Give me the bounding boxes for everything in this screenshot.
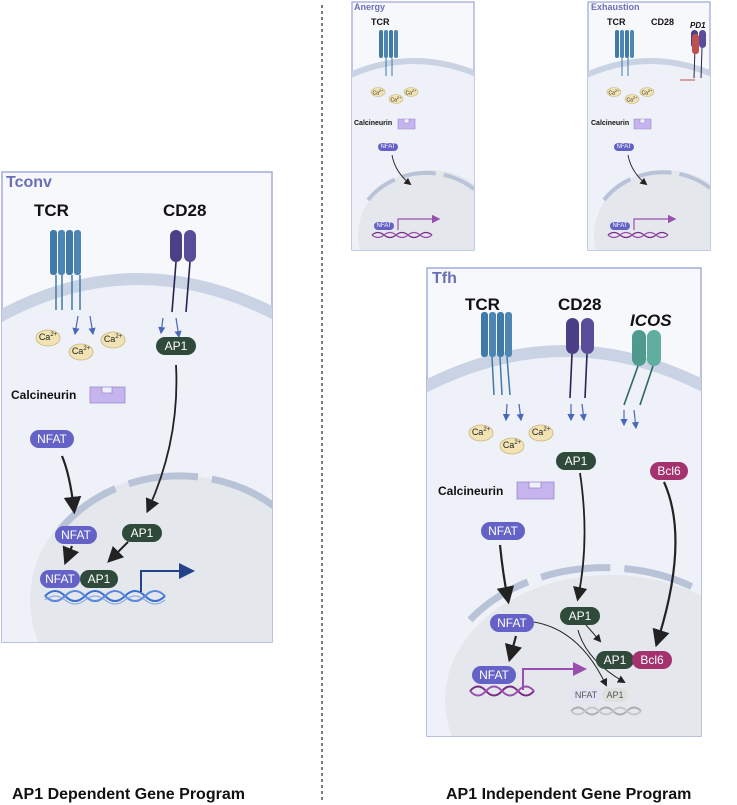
tconv-tcr-label: TCR — [34, 201, 69, 220]
exhaustion-tcr-label: TCR — [607, 17, 626, 27]
anergy-nfat-cytoplasm: NFAT — [378, 143, 398, 151]
tfh-cd28-label: CD28 — [558, 295, 602, 314]
tconv-nfat-cytoplasm: NFAT — [30, 430, 74, 448]
exhaustion-pd1-receptor — [692, 34, 699, 54]
exhaustion-title: Exhaustion — [591, 2, 640, 12]
tfh-calcineurin-label: Calcineurin — [438, 484, 504, 498]
exhaustion-pd1-label: PD1 — [690, 21, 706, 30]
anergy-calcineurin-label: Calcineurin — [354, 120, 393, 127]
tfh-tcr-label: TCR — [465, 295, 500, 314]
tfh-calcium-ions — [468, 424, 554, 455]
anergy-ca-3: Ca2+ — [405, 88, 417, 97]
tconv-transcription-arrow — [140, 563, 195, 592]
tconv-dna — [44, 590, 166, 605]
tfh-ap1-cytoplasm: AP1 — [556, 452, 596, 470]
exhaustion-cd28-label: CD28 — [651, 17, 675, 27]
tfh-ap1-complex: AP1 — [596, 651, 634, 669]
exhaustion-tcr-receptor — [615, 30, 634, 76]
anergy-ca-2: Ca2+ — [390, 95, 402, 104]
tconv-title: Tconv — [6, 174, 52, 191]
tfh-ap1-faded: AP1 — [602, 688, 628, 702]
tfh-cd28-receptor — [566, 318, 594, 399]
tfh-ap1-nucleus: AP1 — [560, 607, 600, 625]
tfh-nfat-cytoplasm: NFAT — [481, 522, 525, 540]
exhaustion-nfat-nucleus: NFAT — [610, 222, 630, 230]
anergy-ca-1: Ca2+ — [372, 88, 384, 97]
tfh-ca-2: Ca2+ — [502, 440, 522, 450]
tconv-tcr-receptor — [50, 230, 81, 310]
tfh-icos-receptor — [623, 330, 661, 406]
tfh-nfat-nucleus: NFAT — [490, 614, 534, 632]
tconv-nfat-nucleus: NFAT — [55, 526, 97, 544]
tfh-calcineurin-shape — [516, 481, 555, 500]
tconv-cd28-label: CD28 — [163, 201, 207, 220]
tfh-title: Tfh — [432, 270, 457, 287]
tfh-panel — [426, 267, 702, 737]
anergy-tcr-label: TCR — [371, 17, 390, 27]
tconv-ca-1: Ca2+ — [38, 332, 58, 342]
anergy-panel — [351, 1, 475, 251]
exhaustion-ca-3: Ca2+ — [641, 88, 653, 97]
exhaustion-panel — [587, 1, 711, 251]
tfh-ca-1: Ca2+ — [471, 427, 491, 437]
tfh-nfat-gene: NFAT — [472, 666, 516, 684]
tfh-icos-label: ICOS — [630, 311, 672, 330]
tfh-nfat-faded: NFAT — [570, 688, 602, 702]
anergy-nfat-nucleus: NFAT — [374, 222, 394, 230]
anergy-tcr-receptor — [379, 30, 398, 76]
tconv-ap1-complex: AP1 — [80, 570, 118, 588]
tconv-calcineurin-shape — [89, 386, 126, 404]
tfh-bcl6-complex: Bcl6 — [632, 651, 672, 669]
tconv-ca-2: Ca2+ — [71, 346, 91, 356]
tfh-ca-3: Ca2+ — [531, 427, 551, 437]
tconv-panel — [1, 171, 273, 643]
exhaustion-ca-1: Ca2+ — [608, 88, 620, 97]
tfh-bcl6-cytoplasm: Bcl6 — [650, 462, 688, 480]
anergy-title: Anergy — [354, 2, 386, 12]
caption-right: AP1 Independent Gene Program — [446, 786, 692, 803]
tconv-nfat-complex: NFAT — [40, 570, 80, 588]
tfh-tcr-receptor — [481, 312, 512, 396]
tconv-calcium-ions — [35, 329, 126, 361]
exhaustion-nfat-cytoplasm: NFAT — [614, 143, 634, 151]
tconv-ca-3: Ca2+ — [103, 334, 123, 344]
tconv-ap1-cytoplasm: AP1 — [156, 337, 196, 355]
caption-left: AP1 Dependent Gene Program — [12, 786, 245, 803]
exhaustion-ca-2: Ca2+ — [626, 95, 638, 104]
tconv-cd28-receptor — [170, 230, 196, 313]
exhaustion-calcineurin-label: Calcineurin — [591, 120, 630, 127]
tfh-dna-grey — [570, 706, 642, 716]
tconv-calcineurin-label: Calcineurin — [11, 388, 77, 402]
tconv-ap1-nucleus: AP1 — [122, 524, 162, 542]
